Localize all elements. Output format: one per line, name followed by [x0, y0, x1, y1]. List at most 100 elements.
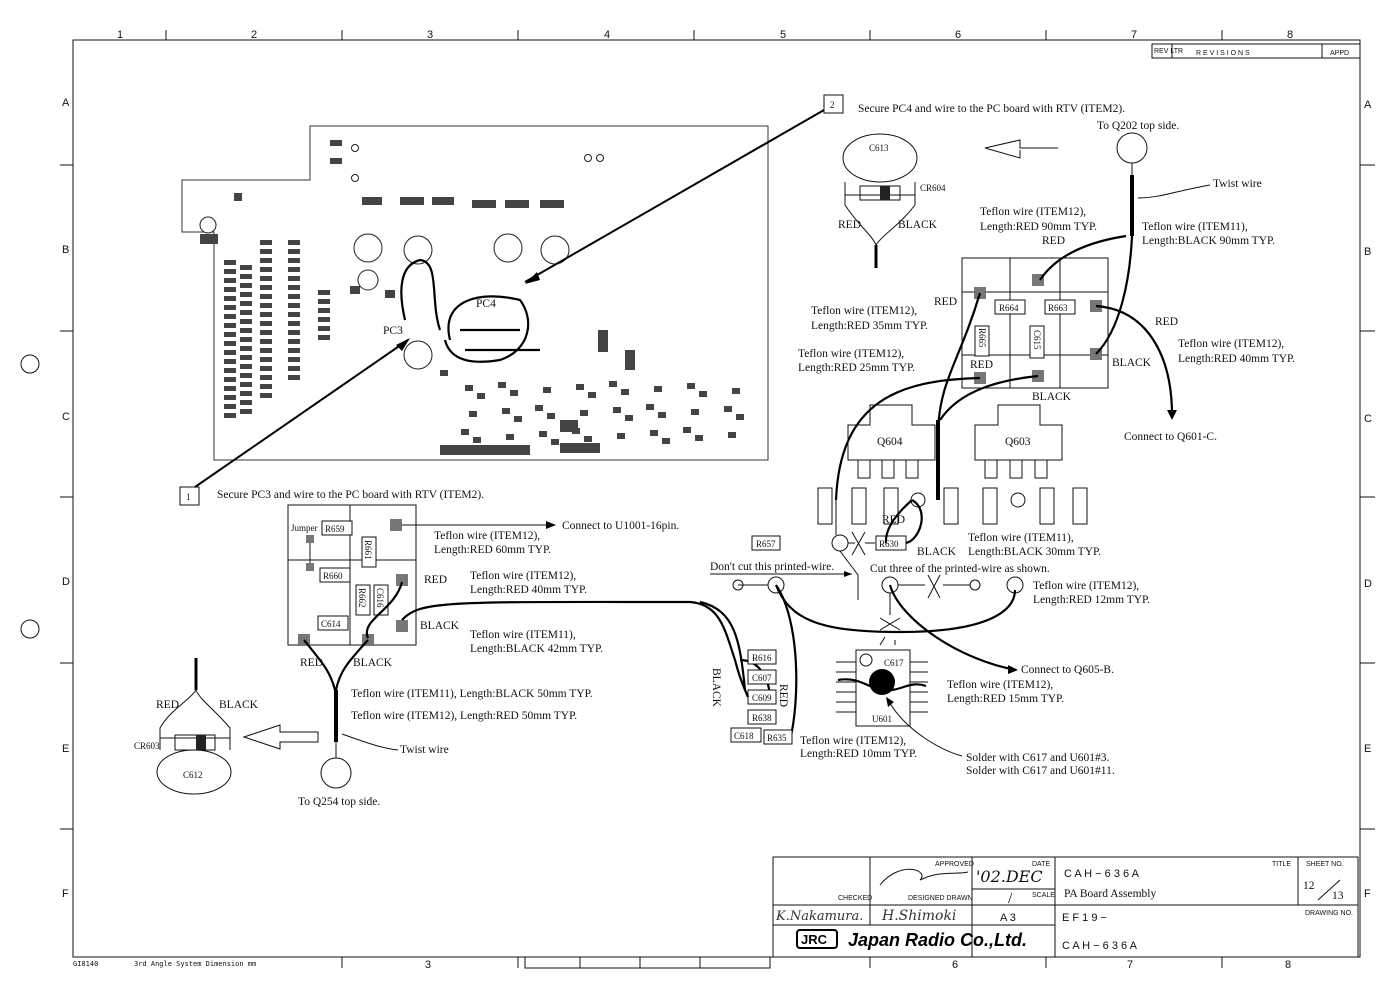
pcb-component [461, 429, 469, 435]
model-number: C A H − 6 3 6 A [1064, 868, 1140, 880]
date-value: '02.DEC [976, 867, 1043, 886]
solder-note: Solder with C617 and U601#3. [966, 752, 1110, 764]
pcb-component [240, 319, 252, 324]
pcb-component [224, 269, 236, 274]
sheet-no-label: SHEET NO. [1306, 861, 1344, 868]
pcb-component [687, 383, 695, 389]
pcb-component [224, 350, 236, 355]
r663-area-detail [834, 234, 1177, 501]
zone-2: 2 [251, 29, 257, 41]
pcb-component [736, 414, 744, 420]
q604-label: Q604 [877, 436, 903, 448]
svg-text:A: A [62, 97, 70, 109]
c613-label: C613 [869, 143, 889, 153]
red-label: RED [1042, 235, 1065, 247]
pcb-component [654, 386, 662, 392]
drawing-title: PA Board Assembly [1064, 888, 1156, 900]
pcb-component [551, 439, 559, 445]
wire-note: Teflon wire (ITEM12), [947, 679, 1053, 691]
svg-text:C: C [1364, 413, 1372, 425]
pcb-component [260, 249, 272, 254]
red-label: RED [300, 657, 323, 669]
wire-note: Length:RED 12mm TYP. [1033, 594, 1150, 606]
pcb-component [318, 299, 330, 304]
wire-note: Teflon wire (ITEM12), [1178, 338, 1284, 350]
scale-label: SCALE [1032, 892, 1055, 899]
pcb-component [539, 431, 547, 437]
r663-label: R663 [1048, 303, 1068, 313]
pc3-label: PC3 [383, 325, 403, 337]
zone-ticks [60, 30, 1375, 968]
pcb-component [224, 287, 236, 292]
r659-label: R659 [325, 524, 345, 534]
pcb-component [288, 258, 300, 263]
pcb-component [318, 308, 330, 313]
r630-label: R630 [879, 539, 899, 549]
pcb-component [224, 296, 236, 301]
svg-text:F: F [1364, 888, 1371, 900]
note-1-leader [194, 339, 409, 488]
pcb-component [510, 390, 518, 396]
solder-note: Solder with C617 and U601#11. [966, 765, 1115, 777]
zone-5: 5 [780, 29, 786, 41]
zone-bottom-7: 7 [1127, 959, 1133, 971]
pcb-component [695, 435, 703, 441]
pcb-component [621, 389, 629, 395]
pcb-component [240, 382, 252, 387]
wire-note: Teflon wire (ITEM12), [1033, 580, 1139, 592]
c616-label: C616 [375, 588, 385, 608]
pcb-component [288, 357, 300, 362]
wire-note: Length:BLACK 30mm TYP. [968, 546, 1101, 558]
sheet-size: A 3 [1000, 912, 1016, 924]
r664-label: R664 [999, 303, 1019, 313]
svg-text:REV LTR: REV LTR [1154, 48, 1183, 55]
svg-text:APPD: APPD [1330, 50, 1349, 57]
pcb-component [502, 408, 510, 414]
connect-q601-note: Connect to Q601-C. [1124, 431, 1217, 443]
note-2-leader [524, 109, 825, 283]
note-2-box [823, 94, 844, 114]
pcb-component [224, 386, 236, 391]
pcb-component [288, 249, 300, 254]
pcb-component [658, 412, 666, 418]
pcb-component [288, 240, 300, 245]
twist-wire-label: Twist wire [400, 744, 449, 756]
designed-label: DESIGNED DRAWN [908, 895, 973, 902]
pcb-component [543, 387, 551, 393]
cr603-label: CR603 [134, 741, 160, 751]
note-1-text: Secure PC3 and wire to the PC board with… [217, 489, 484, 501]
pcb-component [240, 373, 252, 378]
pcb-component [260, 393, 272, 398]
pcb-component [240, 364, 252, 369]
pcb-component [469, 411, 477, 417]
svg-text:B: B [62, 244, 69, 256]
c607-label: C607 [752, 673, 772, 683]
jumper-label: Jumper [291, 523, 318, 533]
c615-label: C615 [1032, 330, 1042, 350]
note-2-number: 2 [830, 100, 835, 110]
checked-signature: K.Nakamura. [775, 909, 863, 924]
pcb-component [288, 276, 300, 281]
pcb-component [260, 357, 272, 362]
twist-wire-label: Twist wire [1213, 178, 1262, 190]
code-number: E F 1 9 − [1062, 912, 1107, 924]
pcb-component [288, 303, 300, 308]
projection-note: 3rd Angle System Dimension mm [134, 960, 256, 968]
wire-note: Teflon wire (ITEM11), [470, 629, 576, 641]
cr604-detail [842, 133, 1058, 268]
pcb-component [240, 409, 252, 414]
pcb-component [260, 258, 272, 263]
pcb-component [547, 413, 555, 419]
zone-bottom-6: 6 [952, 959, 958, 971]
r616-label: R616 [752, 653, 772, 663]
pcb-component [224, 377, 236, 382]
pcb-component [650, 430, 658, 436]
pcb-component [572, 428, 580, 434]
center-detail [699, 499, 1024, 757]
q603-label: Q603 [1005, 436, 1031, 448]
r665-label: R665 [977, 328, 987, 348]
connect-q605-note: Connect to Q605-B. [1021, 664, 1114, 676]
wire-note: Teflon wire (ITEM12), Length:RED 50mm TY… [351, 710, 577, 722]
black-label: BLACK [1032, 391, 1072, 403]
zone-1: 1 [117, 29, 123, 41]
